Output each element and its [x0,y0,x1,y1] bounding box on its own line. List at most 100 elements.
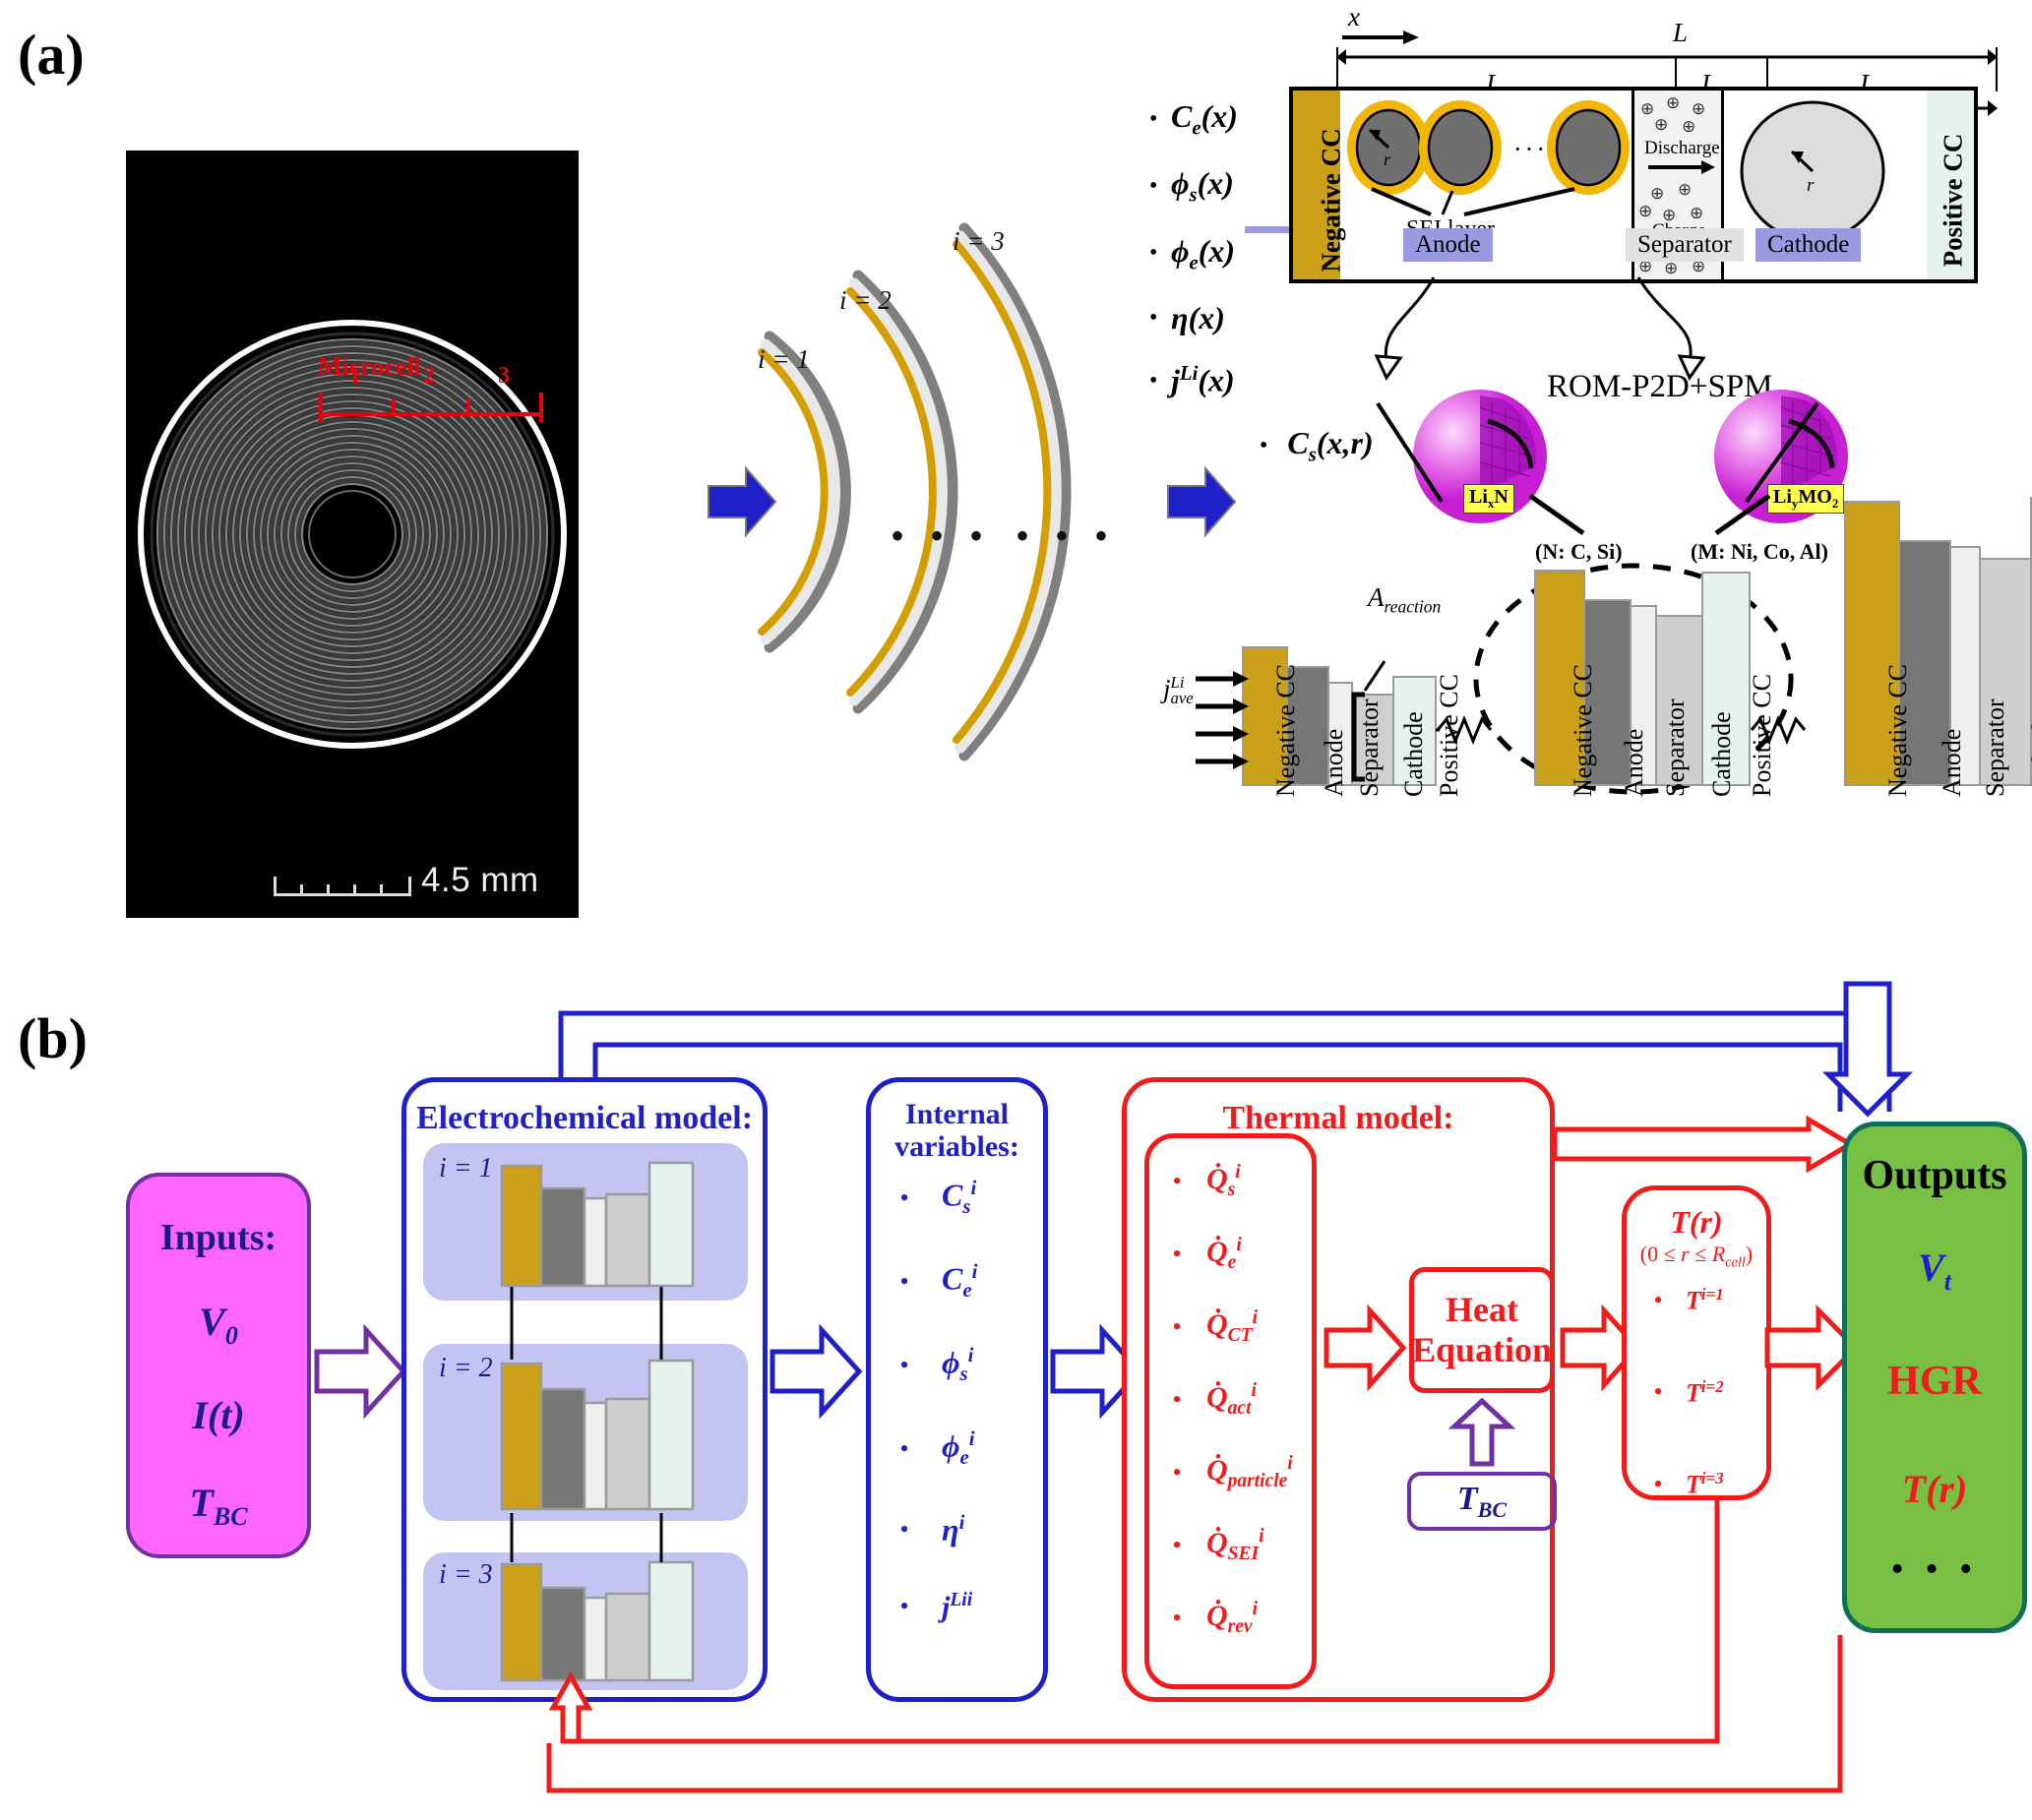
cathode-chemistry-note: (M: Ni, Co, Al) [1691,539,1828,564]
flow-arrow-right-1 [708,465,777,538]
svg-text:⊕: ⊕ [1662,206,1676,224]
axis-x-arrow [1342,30,1419,44]
electrochemical-model-title: Electrochemical model: [415,1100,754,1136]
outputs-input-arrow [1821,981,1914,1118]
ct-scan-image: 4.5 mm Microcell 1 2 3 [126,151,579,918]
outputs-title: Outputs [1862,1153,2007,1198]
svg-text:⊕: ⊕ [1692,99,1705,118]
positive-cc-label: Positive CC [1938,133,1968,268]
microcell-label-3: i = 3 [439,1559,493,1590]
svg-text:⊕: ⊕ [1664,259,1678,277]
bar-label-cathode-3: Cathode [2027,711,2032,797]
scale-bar [274,877,411,896]
internal-item-phie: •ϕei [899,1427,975,1470]
arc-ellipsis-1: • • • [891,514,992,558]
dim-tick-sep-right [1766,57,1768,92]
svg-text:⊕: ⊕ [1638,202,1652,220]
arc-label-i2: i = 2 [839,285,892,315]
arrow-ec-to-internal [770,1323,863,1420]
length-total-arrow [1336,49,1998,65]
cathode-particle: r [1740,100,1885,242]
input-tbc: TBC [189,1481,248,1531]
tbc-box: TBC [1407,1472,1557,1531]
svg-text:⊕: ⊕ [1690,204,1703,222]
thermal-item-qe: •Q̇ei [1172,1235,1242,1273]
axis-x-label: x [1348,2,1360,31]
anode-chemistry-note: (N: C, Si) [1535,539,1623,564]
microcell-label-2: i = 2 [439,1353,493,1383]
internal-item-cs: •Csi [899,1177,977,1219]
j-ave-label: jLiave [1163,673,1194,708]
variable-item-eta: •η(x) [1149,300,1225,336]
microcell-connectors [510,1287,663,1562]
arrow-internal-to-thermal [1050,1323,1143,1420]
arrow-temperature-to-outputs [1764,1304,1860,1392]
temperature-item-3: •Ti=3 [1653,1469,1724,1499]
variable-item-ce: •Ce(x) [1149,98,1238,140]
internal-item-eta: •ηi [899,1511,965,1547]
input-it: I(t) [192,1393,245,1437]
bar-label-cathode-2: Cathode [1707,711,1736,797]
anode-chem-leader [1528,493,1585,536]
microcell-bars-1 [500,1161,695,1288]
anode-chemistry-label: LixN [1463,484,1514,514]
bar-label-separator-2: Separator [1661,698,1690,797]
arc-ellipsis-2: • • • [1016,514,1117,558]
microcell-bars-3 [500,1560,695,1682]
temperature-title: T(r) [1670,1204,1723,1240]
thermal-item-qact: •Q̇acti [1172,1380,1257,1419]
svg-text:⊕: ⊕ [1640,99,1654,118]
input-v0: V0 [199,1300,238,1350]
microcell-arcs [758,222,1072,761]
bar-label-separator-3: Separator [1981,698,2009,797]
svg-text:r: r [1807,175,1815,196]
svg-text:⊕: ⊕ [1654,115,1668,134]
arrow-thermal-to-temperature [1560,1304,1641,1392]
bar-label-negative-cc-1: Negative CC [1271,663,1300,797]
output-vt: Vt [1918,1245,1951,1296]
thermal-item-qs: •Q̇si [1172,1162,1241,1200]
internal-item-phis: •ϕsi [899,1344,974,1386]
inputs-title: Inputs: [159,1217,277,1258]
svg-text:⊕: ⊕ [1666,93,1680,112]
thermal-item-qct: •Q̇CTi [1172,1307,1259,1346]
dim-tick-sep-left [1675,57,1677,92]
microcell-number-3: 3 [498,363,510,389]
arrow-tbc-to-heat [1447,1397,1516,1467]
heat-equation-line2: Equation [1411,1330,1553,1369]
microcell-thickness-bars [1196,401,2032,795]
arrow-thermal-top-to-outputs [1552,1115,1855,1174]
bar-label-negative-cc-2: Negative CC [1569,663,1597,797]
temperature-item-2: •Ti=2 [1653,1376,1724,1408]
p2d-cell-schematic: r ··· SEI layer ⊕⊕⊕ ⊕⊕ ⊕⊕ ⊕⊕⊕ ⊕⊕ ⊕⊕⊕ Dis… [1289,87,1978,283]
microcell-bars-2 [500,1359,695,1511]
svg-text:r: r [1384,150,1391,169]
negative-cc-label: Negative CC [1316,128,1346,273]
variable-item-phis: •ϕs(x) [1149,165,1234,207]
a-reaction-label: Areaction [1368,582,1442,617]
svg-text:Discharge: Discharge [1644,138,1720,158]
temperature-item-1: •Ti=1 [1653,1285,1724,1315]
thermal-item-qparticle: •Q̇particlei [1172,1453,1293,1491]
bar-label-negative-cc-3: Negative CC [1883,663,1912,797]
scale-bar-label: 4.5 mm [421,861,539,899]
anode-region-label: Anode [1403,228,1493,262]
anode-particles: r ··· [1347,100,1630,216]
microcell-number-2: 2 [423,363,435,389]
microcell-label-1: i = 1 [439,1153,493,1183]
variable-item-jli: •jLi(x) [1149,362,1235,398]
positive-current-collector [1927,91,1974,279]
dim-tick-left [1336,47,1338,91]
bar-label-positive-cc-2: Positive CC [1748,674,1776,797]
variable-item-phie: •ϕe(x) [1149,232,1236,274]
state-variables-list: •Ce(x) •ϕs(x) •ϕe(x) •η(x) •jLi(x) [1149,98,1238,425]
separator-region-label: Separator [1626,228,1744,262]
arc-label-i1: i = 1 [758,344,810,374]
jellyroll-spiral [138,320,567,749]
panel-a-label: (a) [18,23,85,87]
svg-text:···: ··· [1513,135,1548,163]
thermal-model-title: Thermal model: [1222,1100,1454,1136]
rom-callout-arrows [1374,276,1706,382]
bar-label-anode-1: Anode [1320,728,1348,797]
internal-variables-title-2: variables: [894,1130,1019,1163]
